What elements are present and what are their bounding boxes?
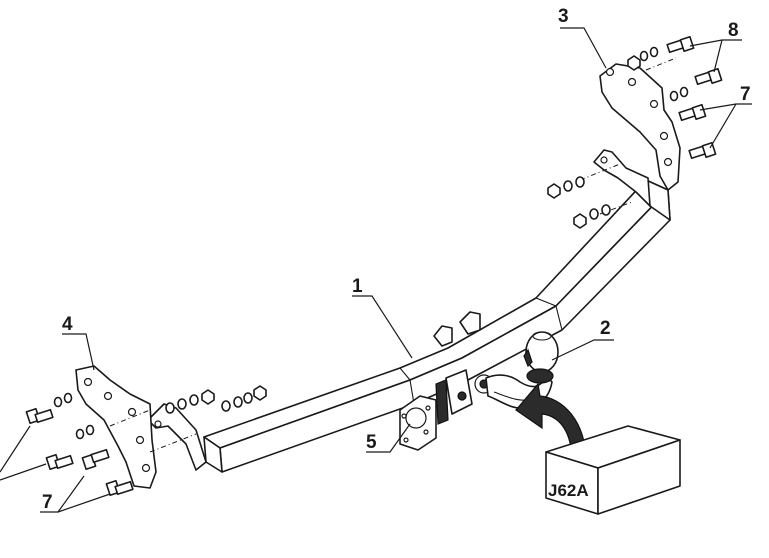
center-tabs: [433, 311, 481, 347]
bolt-8a: [666, 35, 695, 54]
callout-5: 5: [366, 432, 377, 453]
callout-2: 2: [600, 318, 611, 339]
tow-ball: [525, 331, 559, 373]
curved-arrow-icon: [515, 382, 587, 463]
callout-labels: 1 2 3 4 5 7 7 8: [42, 6, 751, 513]
ball-assembly: [435, 331, 559, 425]
bolt-7a: [678, 103, 707, 122]
right-hardware: [547, 35, 723, 229]
callout-4: 4: [62, 314, 73, 335]
right-bracket: [599, 63, 681, 191]
model-label: J62A: [548, 481, 589, 500]
left-bracket: [75, 365, 157, 489]
callout-7-right: 7: [740, 84, 751, 105]
crossbar-end-left: [203, 436, 223, 473]
right-side-arm: [593, 149, 651, 207]
bolt-left-2: [45, 453, 74, 471]
bolt-left-3: [81, 448, 110, 471]
bolt-left-1: [25, 407, 54, 425]
callout-3: 3: [558, 6, 569, 27]
assembly-lines: [109, 57, 677, 453]
model-box: J62A: [545, 425, 681, 515]
leader-lines: [0, 27, 752, 513]
left-side-arm: [147, 403, 207, 471]
bolt-7b: [688, 141, 717, 160]
left-hardware: [25, 385, 267, 497]
hitch-block: [445, 369, 473, 415]
socket-plate: [399, 395, 437, 451]
callout-1: 1: [352, 276, 363, 297]
bolt-left-4: [105, 479, 134, 497]
callout-7-left: 7: [42, 492, 53, 513]
callout-8: 8: [728, 20, 739, 41]
bolt-8b: [694, 67, 723, 86]
